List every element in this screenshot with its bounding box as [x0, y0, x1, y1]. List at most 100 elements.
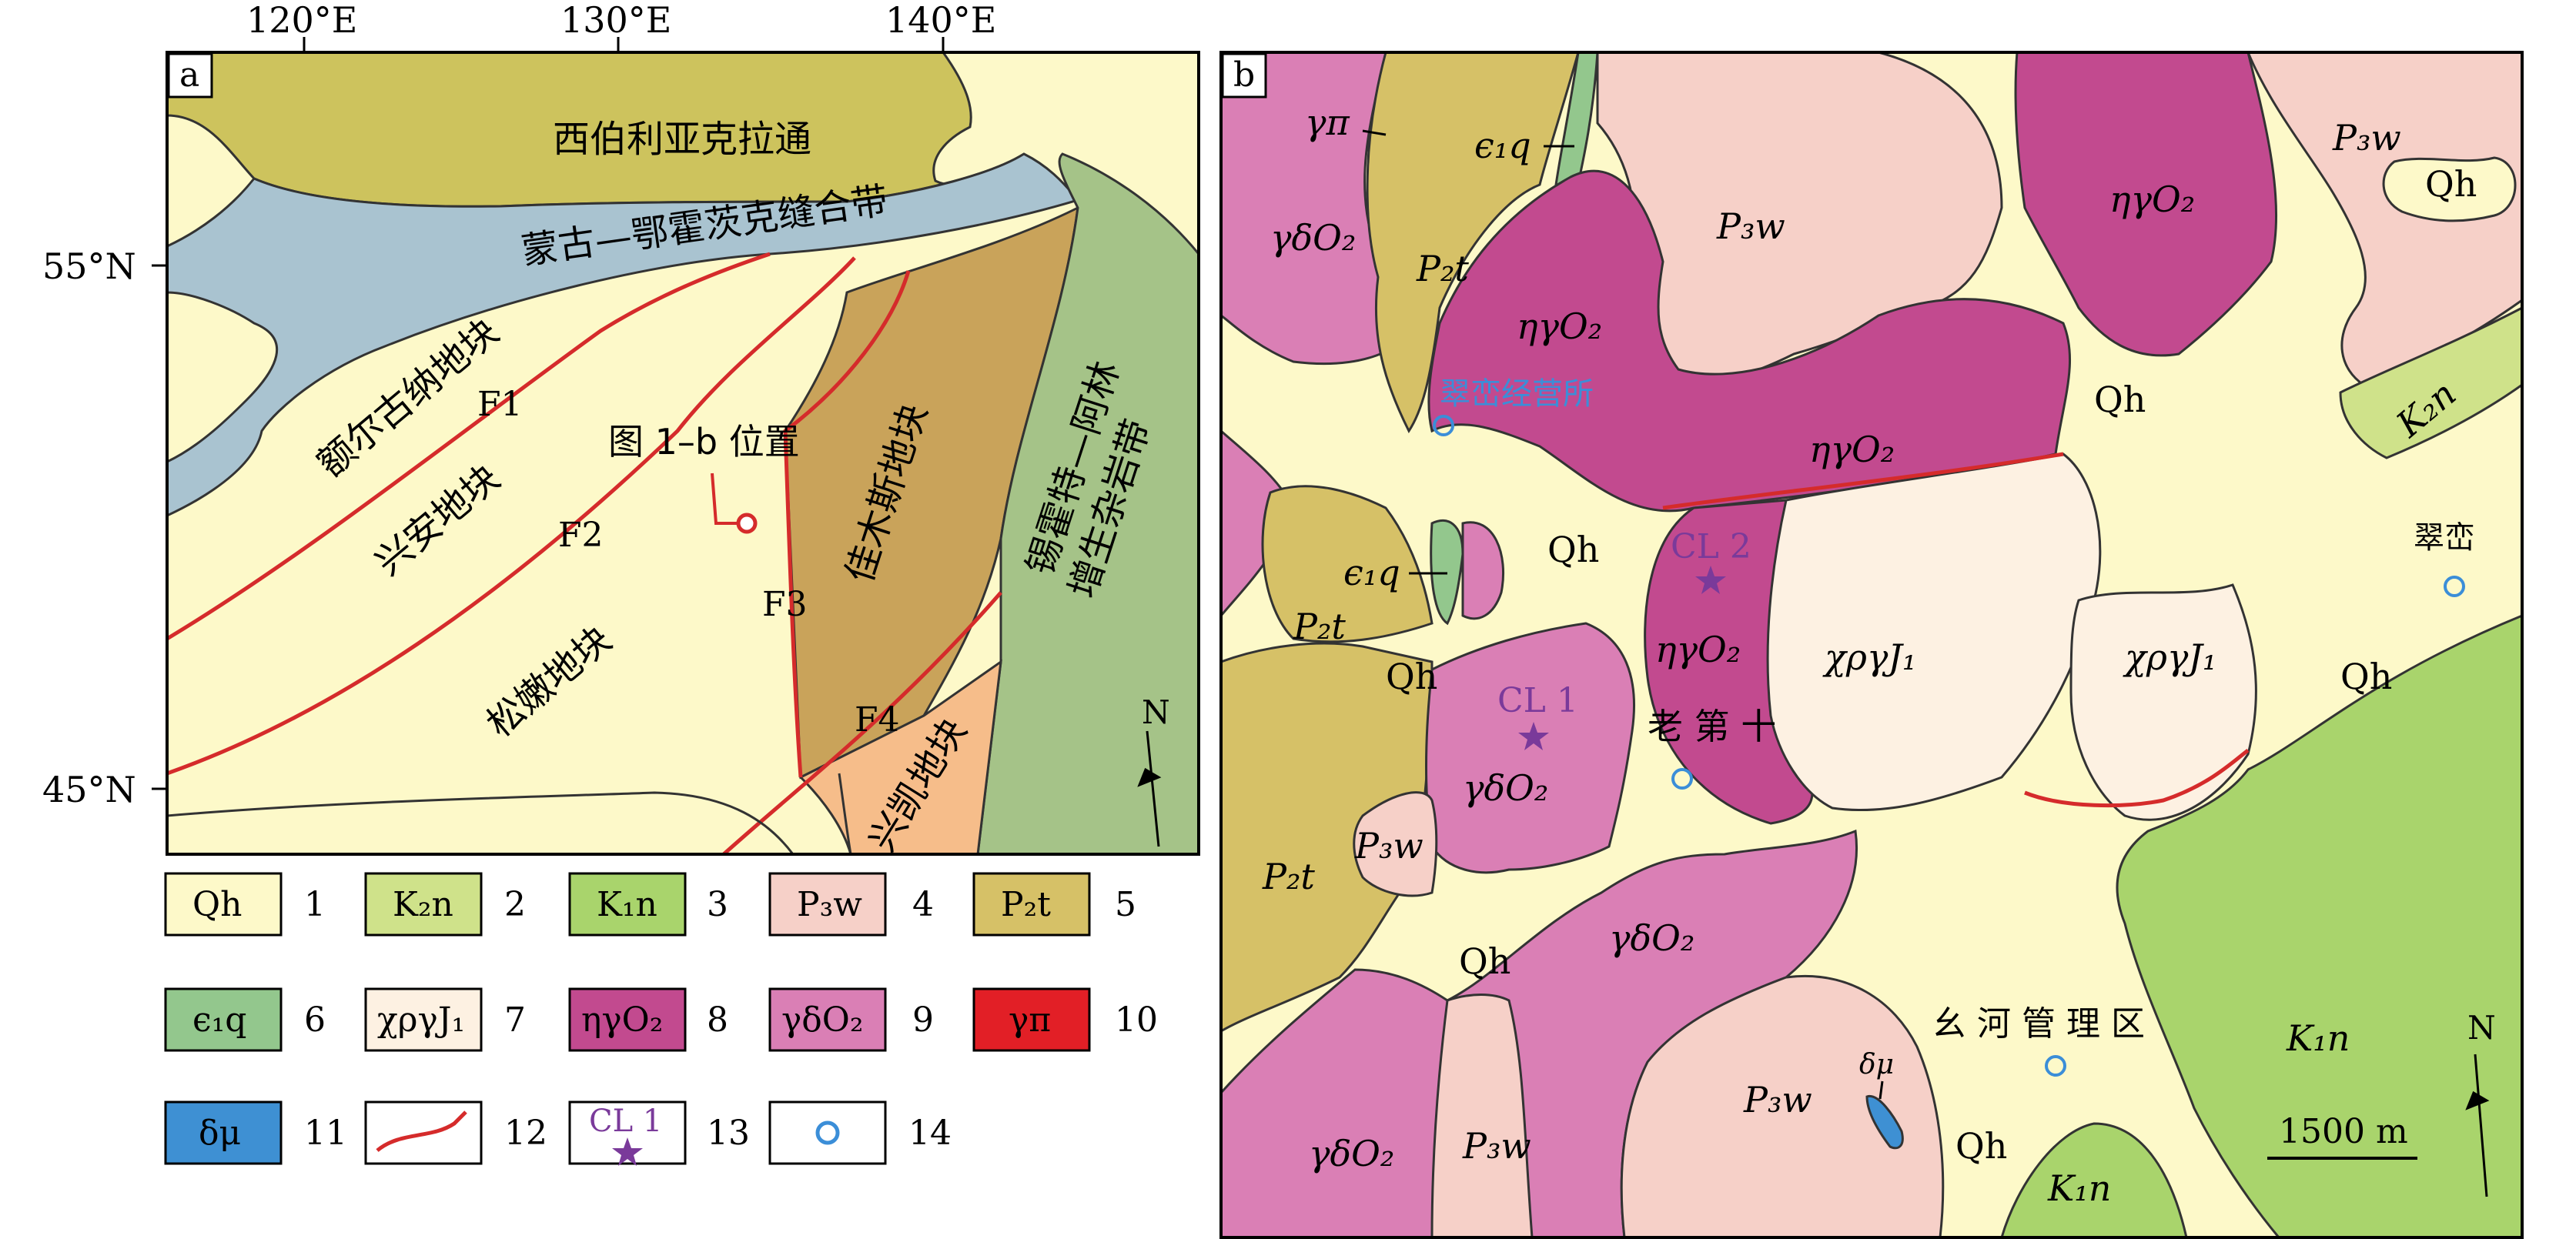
place-laodishi-icon: [1671, 768, 1693, 790]
panel-b-label: b: [1233, 55, 1255, 95]
panel-b: b γπ ϵ₁q γδO₂ P₂t ηγO₂ P₃w ηγO₂ P₃w Qh Q…: [1219, 51, 2524, 1239]
legend-item-4: P₃w 4: [768, 872, 934, 937]
southern-boundary-line: [167, 791, 795, 854]
location-leader-line: [711, 473, 739, 525]
place-jingyingsuo: 翠峦经营所: [1440, 376, 1594, 412]
legend-no-12: 12: [504, 1114, 547, 1153]
legend: Qh 1 K₂n 2 K₁n 3 P₃w 4 P₂t 5 ϵ₁q 6: [164, 872, 1158, 1166]
legend-label-1: Qh: [192, 885, 242, 924]
label-e1q-w: ϵ₁q: [1343, 552, 1400, 593]
legend-label-8: ηγO₂: [581, 1000, 663, 1040]
label-qh-centre-n: Qh: [2094, 379, 2146, 420]
north-label-b: N: [2467, 1009, 2496, 1047]
unit-eta-ne: [2014, 52, 2278, 357]
unit-chi-east: [2069, 583, 2257, 821]
legend-item-9: γδO₂ 9: [768, 987, 934, 1052]
fault-lines: [167, 252, 1002, 854]
legend-no-6: 6: [304, 1000, 326, 1040]
fault-b-1: [1662, 452, 2064, 510]
label-k1n-s: K₁n: [2047, 1167, 2111, 1209]
legend-label-2: K₂n: [393, 885, 453, 924]
legend-label-9: γδO₂: [781, 1000, 864, 1040]
legend-item-5: P₂t 5: [972, 872, 1136, 937]
panel-a-frame: [166, 51, 1200, 856]
panel-b-frame: [1219, 51, 2524, 1239]
legend-no-9: 9: [912, 1000, 934, 1040]
legend-fault-symbol: [376, 1110, 467, 1152]
unit-gdo-cl1: [1425, 622, 1635, 874]
unit-p2t-w2: [1261, 485, 1434, 643]
place-cuiluan-icon: [2444, 576, 2465, 597]
legend-no-4: 4: [912, 885, 934, 924]
legend-item-6: ϵ₁q 6: [164, 987, 326, 1052]
unit-e1q-w: [1430, 519, 1464, 626]
label-gpi: γπ: [1305, 102, 1350, 143]
legend-star-icon: [612, 1137, 643, 1166]
unit-k1n-s: [2000, 1122, 2188, 1237]
location-marker: [736, 513, 758, 534]
legend-label-5: P₂t: [1001, 885, 1051, 924]
unit-k2n: [2339, 306, 2522, 459]
panel-b-scale-bar: 1500 m: [2267, 1112, 2417, 1160]
legend-label-11: δμ: [199, 1114, 241, 1153]
fault-f2-line: [167, 256, 856, 776]
label-qh-s: Qh: [1459, 940, 1510, 982]
label-k1n-se: K₁n: [2286, 1017, 2350, 1059]
label-qh-ne: Qh: [2425, 163, 2477, 205]
label-qh-east: Qh: [2340, 656, 2392, 697]
legend-item-11: δμ 11: [164, 1100, 347, 1165]
label-eta-mid: ηγO₂: [1809, 429, 1895, 470]
unit-p3w-s2: [1620, 975, 1945, 1237]
lat-tick-45: 45°N: [42, 769, 136, 810]
legend-no-8: 8: [707, 1000, 728, 1040]
place-yaohe: 幺 河 管 理 区: [1932, 1004, 2145, 1044]
label-p3w-ne: P₃w: [2332, 117, 2401, 159]
legend-label-7: χργJ₁: [377, 1000, 465, 1040]
legend-label-6: ϵ₁q: [192, 1000, 246, 1040]
legend-no-7: 7: [504, 1000, 526, 1040]
place-jingyingsuo-icon: [1433, 415, 1454, 436]
north-label-a: N: [1142, 693, 1170, 731]
lon-ticks: [303, 37, 945, 52]
unit-k1n-se: [2116, 614, 2522, 1237]
lat-ticks: [152, 264, 167, 790]
label-p3w-s2: P₃w: [1743, 1079, 1812, 1120]
legend-no-10: 10: [1115, 1000, 1158, 1040]
sample-cl1-label: CL 1: [1497, 681, 1578, 720]
north-arrow-b: N: [2465, 1009, 2496, 1197]
legend-no-11: 11: [304, 1114, 347, 1153]
location-note-label: 图 1–b 位置: [608, 421, 800, 463]
label-dmu: δμ: [1859, 1049, 1894, 1080]
panel-a-label: a: [179, 55, 199, 95]
label-p3w-top: P₃w: [1716, 205, 1785, 247]
sample-cl2-star-icon: [1695, 566, 1726, 594]
label-gdo-nw: γδO₂: [1270, 217, 1356, 259]
label-qh-sw: Qh: [1386, 656, 1437, 697]
legend-no-1: 1: [304, 885, 326, 924]
label-chi-east: χργJ₁: [2123, 636, 2216, 678]
label-qh-s2: Qh: [1955, 1125, 2007, 1167]
place-cuiluan: 翠峦: [2414, 520, 2475, 556]
scale-label: 1500 m: [2279, 1112, 2408, 1151]
legend-label-4: P₃w: [797, 885, 862, 924]
legend-no-3: 3: [707, 885, 728, 924]
legend-label-10: γπ: [1009, 1000, 1051, 1040]
panel-b-place-names: 翠峦经营所 翠峦 老 第 十 幺 河 管 理 区: [1433, 376, 2475, 1077]
siberia-label: 西伯利亚克拉通: [553, 118, 811, 161]
label-e1q-n: ϵ₁q: [1474, 125, 1531, 166]
legend-no-5: 5: [1115, 885, 1136, 924]
fault-f3-label: F3: [762, 585, 808, 624]
panel-a: N 西伯利亚克拉通 蒙古—鄂霍茨克缝合带 额尔古纳地块 兴安地块 松嫩地块 佳木…: [42, 0, 1200, 856]
label-chi-centre: χργJ₁: [1822, 636, 1916, 678]
unit-p3w-s1: [1430, 994, 1534, 1237]
north-arrow-a: N: [1137, 693, 1170, 847]
fault-f3-line: [783, 270, 911, 778]
xingkai-boundary-line: [838, 773, 852, 854]
label-p2t-n: P₂t: [1416, 248, 1469, 289]
block-boundaries: [167, 773, 852, 854]
legend-item-1: Qh 1: [164, 872, 326, 937]
legend-item-13: CL 1 13: [568, 1100, 750, 1166]
lon-tick-140: 140°E: [885, 0, 996, 41]
legend-item-3: K₁n 3: [568, 872, 728, 937]
